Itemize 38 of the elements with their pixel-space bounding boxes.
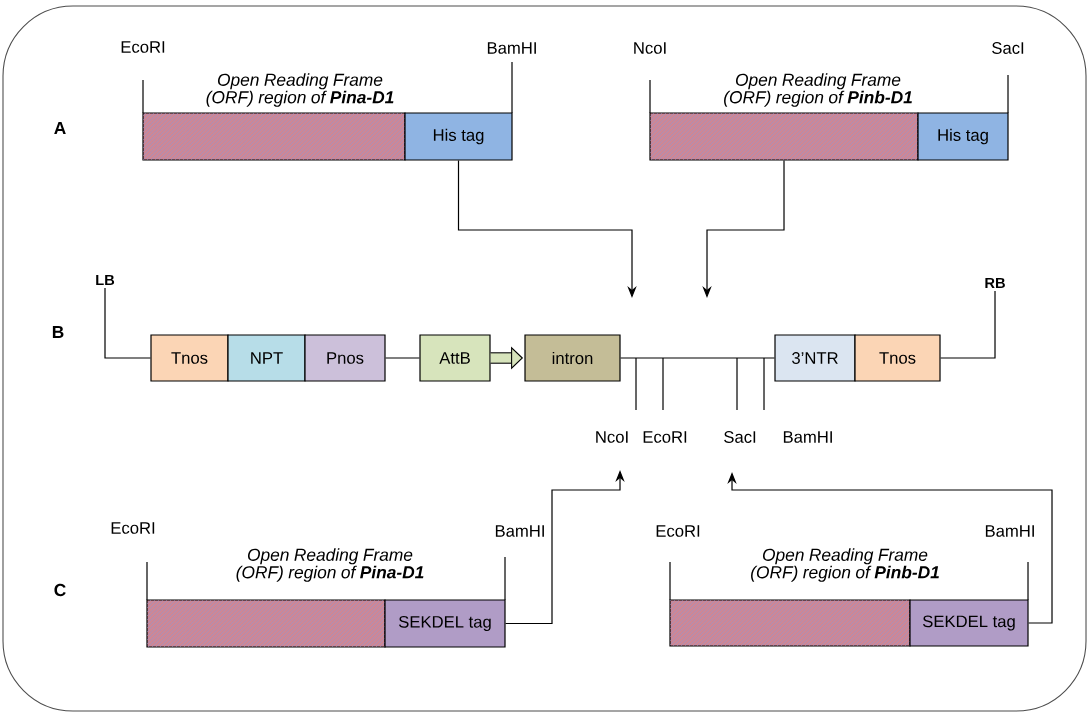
restriction-site-label: EcoRI <box>643 431 687 443</box>
vector-element-box: Tnos <box>854 334 941 382</box>
orf-region-box <box>649 112 919 161</box>
restriction-site-label: SacI <box>724 431 756 443</box>
region-heading: Open Reading Frame (ORF) region of Pina-D1 <box>236 548 424 582</box>
panel-letter: A <box>54 122 66 134</box>
restriction-site-label: NcoI <box>596 431 628 443</box>
connector-line <box>940 290 996 359</box>
restriction-site-label: NcoI <box>634 42 666 54</box>
tag-box: SEKDEL tag <box>384 599 506 648</box>
panel-letter: C <box>54 583 66 597</box>
restriction-site-label: BamHI <box>783 431 832 443</box>
restriction-site-label: BamHI <box>985 525 1034 537</box>
restriction-site-label: EcoRI <box>111 522 155 534</box>
restriction-site-label: EcoRI <box>121 41 165 53</box>
region-heading: Open Reading Frame (ORF) region of Pinb-D1 <box>751 548 939 582</box>
restriction-site-label: BamHI <box>487 42 536 54</box>
restriction-site-label: SacI <box>992 42 1024 54</box>
connector-line <box>104 287 151 359</box>
vector-element-box: intron <box>524 334 621 382</box>
tag-box: His tag <box>404 112 513 161</box>
connector-line <box>385 357 420 359</box>
vector-element-box: 3’NTR <box>774 334 856 382</box>
region-heading: Open Reading Frame (ORF) region of Pinb-D1 <box>724 73 912 107</box>
restriction-site-label: EcoRI <box>656 525 700 537</box>
vector-element-box: NPT <box>227 334 306 382</box>
panel-letter: B <box>52 326 64 338</box>
region-heading: Open Reading Frame (ORF) region of Pina-D1 <box>206 73 394 107</box>
tag-box: His tag <box>917 112 1009 161</box>
vector-element-box: Tnos <box>150 334 229 382</box>
connector-line <box>620 357 775 359</box>
orf-region-box <box>146 599 386 648</box>
vector-element-box: AttB <box>419 334 491 382</box>
border-label: LB <box>96 274 115 286</box>
border-label: RB <box>985 277 1005 289</box>
tag-box: SEKDEL tag <box>909 599 1029 647</box>
vector-element-box: Pnos <box>304 334 386 382</box>
restriction-site-label: BamHI <box>495 525 544 537</box>
